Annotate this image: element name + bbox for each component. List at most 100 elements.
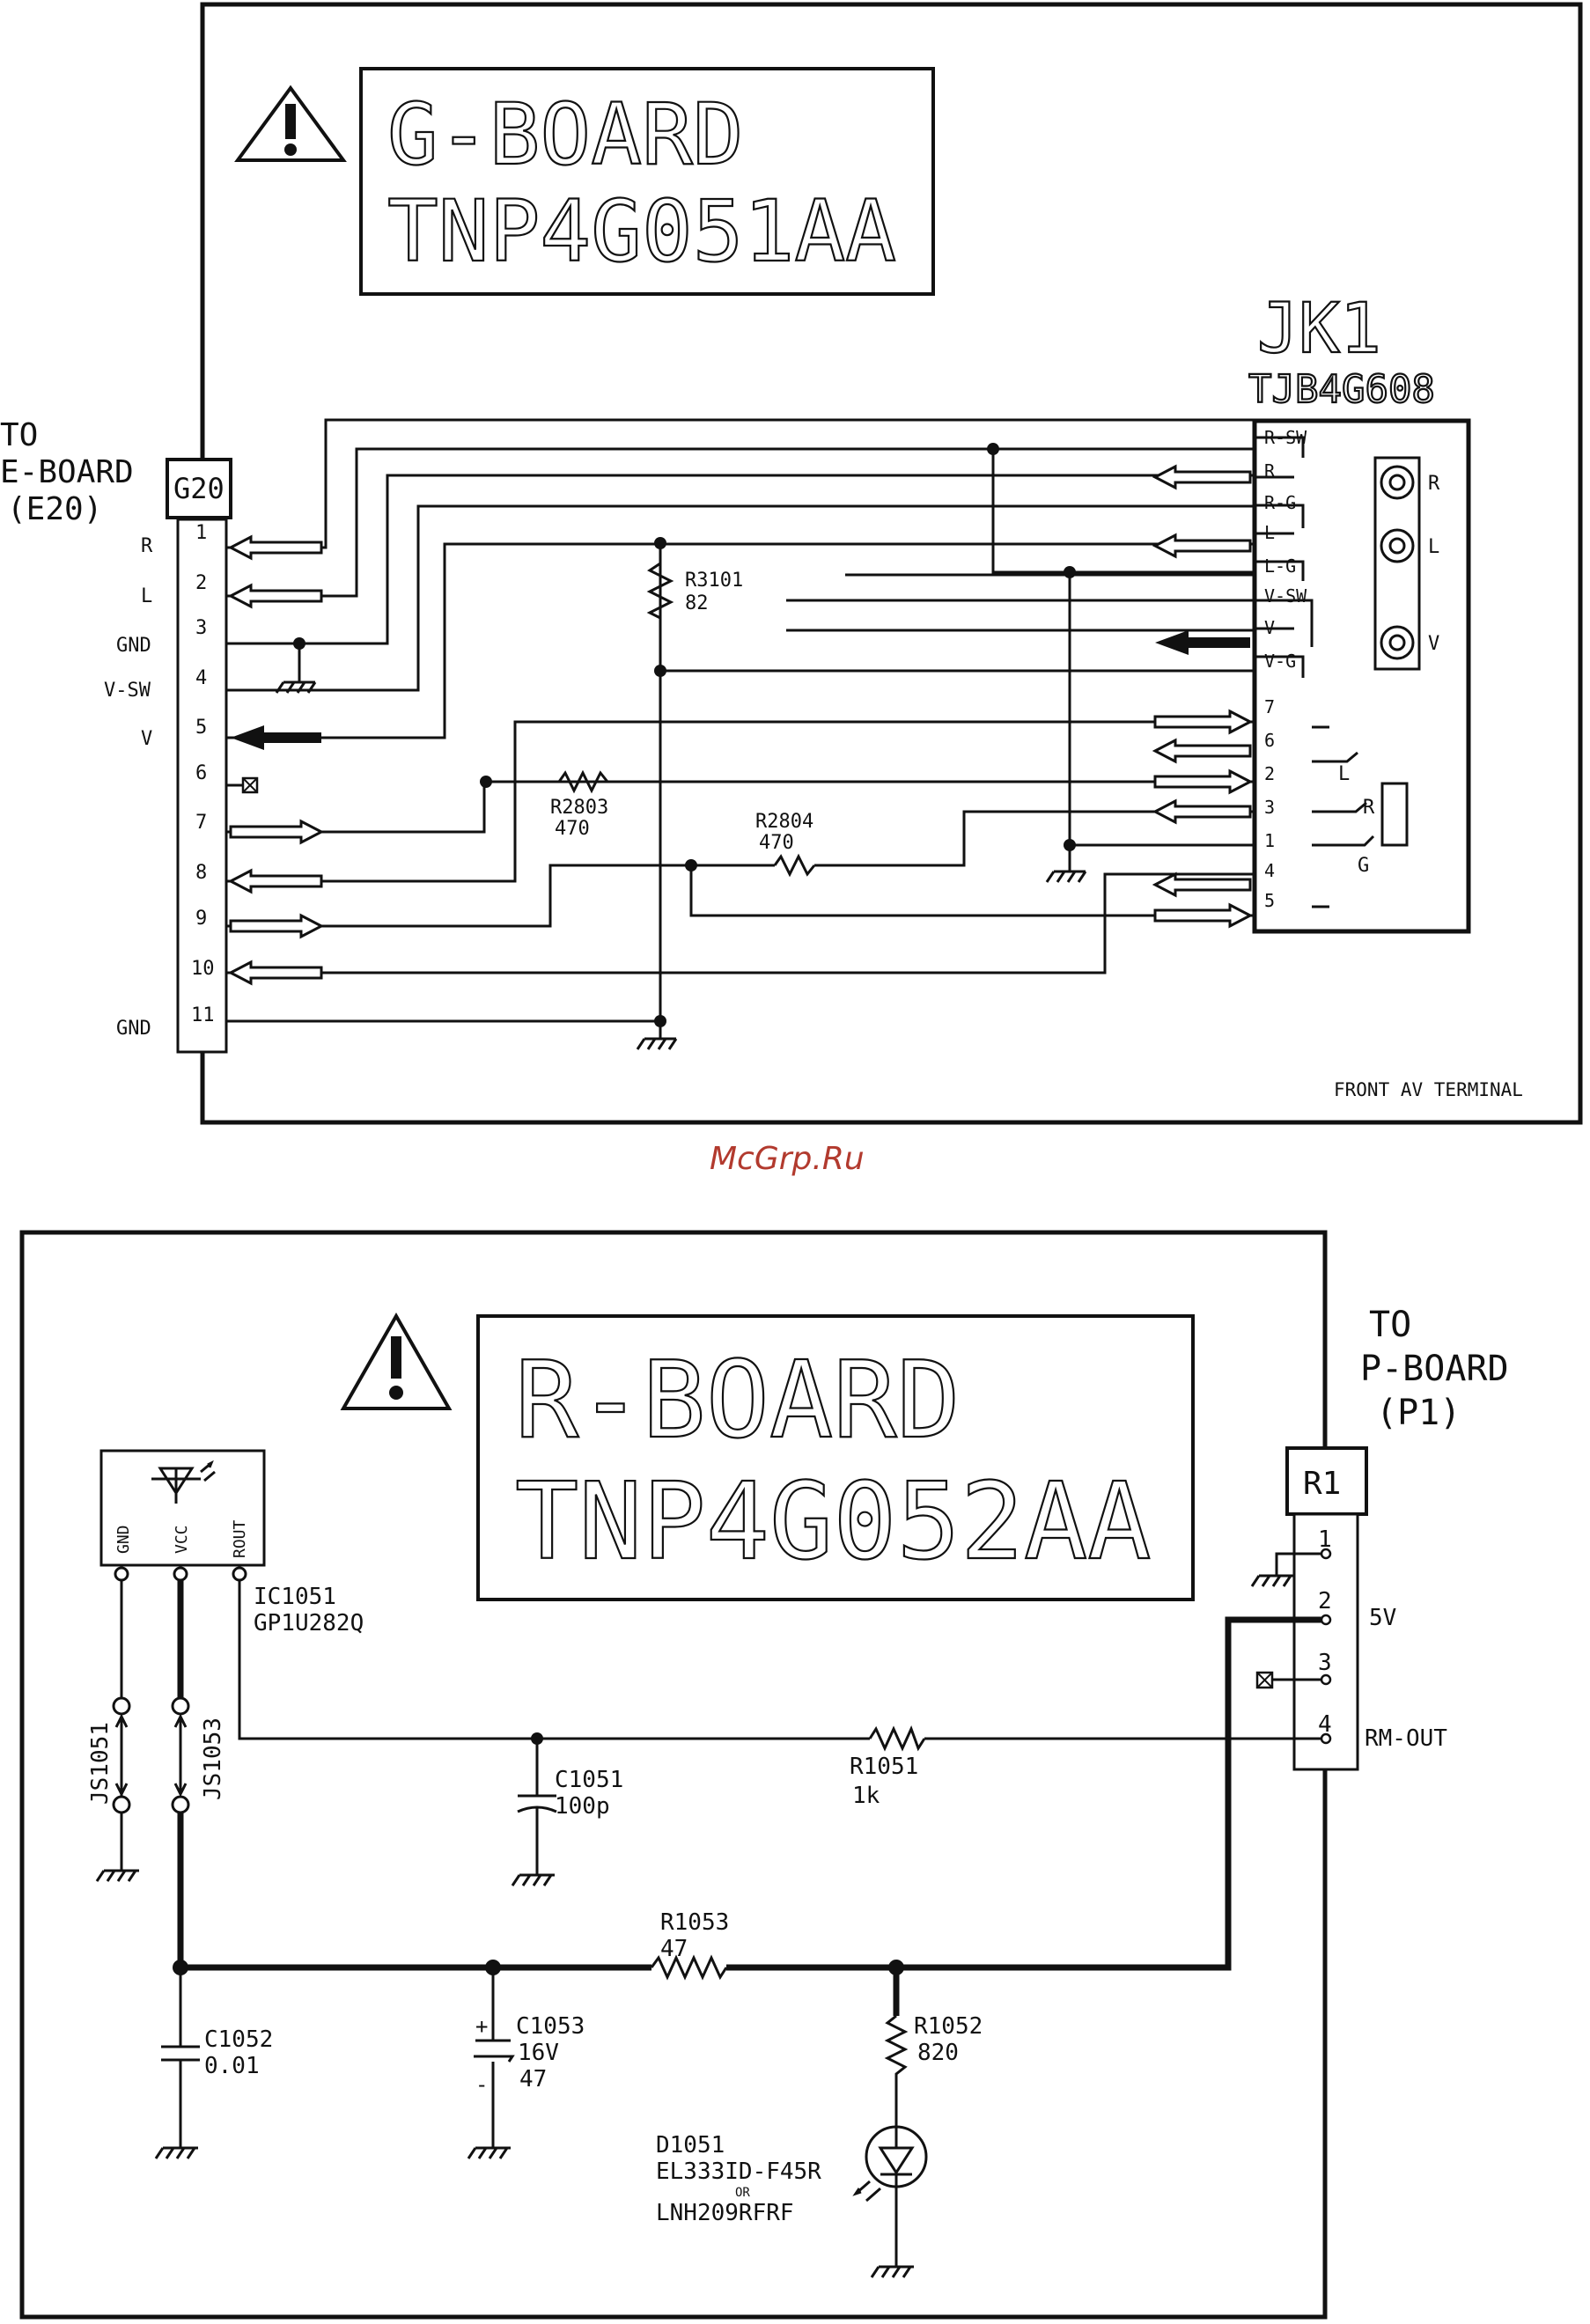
jk1-pin-3: 3 — [1264, 797, 1275, 818]
resistor-r1052 — [884, 2014, 909, 2130]
connector-r1-header — [1285, 1446, 1368, 1516]
resistor-r2804 — [773, 853, 816, 878]
g-board: G-BOARD TNP4G051AA TO E-BOARD (E20) G20 … — [0, 2, 1583, 1125]
ic1051-pin-gnd: GND — [114, 1525, 133, 1554]
r-board-title: R-BOARD — [515, 1340, 961, 1462]
jk1-outline — [1252, 418, 1471, 934]
r2803-value: 470 — [555, 818, 590, 840]
r1052-ref: R1052 — [914, 2013, 983, 2040]
arrow-right-icon — [229, 913, 325, 939]
jk1-rca-jacks — [1380, 465, 1415, 660]
jk1-pin-r-g: R-G — [1264, 492, 1296, 513]
g20-pin-9: 9 — [195, 908, 207, 930]
js1051-label: JS1051 — [87, 1722, 114, 1805]
jk1-pin-5: 5 — [1264, 890, 1275, 911]
r1-pin-2: 2 — [1318, 1588, 1332, 1614]
r3101-value: 82 — [685, 592, 709, 614]
arrow-left-icon — [227, 960, 323, 986]
g20-pin-11: 11 — [191, 1004, 215, 1026]
rca-label-l: L — [1428, 536, 1439, 558]
arrow-left-icon — [1152, 872, 1252, 898]
c1053-plus: + — [475, 2014, 488, 2039]
resistor-r2803 — [557, 769, 609, 794]
c1053-minus: - — [475, 2072, 488, 2097]
r2803-ref: R2803 — [550, 797, 608, 819]
ic1051-pin-circles — [114, 1566, 247, 1582]
connector-g20-header — [166, 458, 232, 519]
c1053-ref: C1053 — [516, 2013, 585, 2040]
d1051-part-2: LNH209RFRF — [656, 2200, 794, 2226]
jk1-side-label-r: R — [1363, 797, 1375, 819]
jk1-part: TJB4G608 — [1248, 367, 1435, 412]
r1051-value: 1k — [852, 1783, 880, 1809]
resistor-r1053 — [650, 1954, 728, 1981]
jk1-name: JK1 — [1257, 290, 1381, 369]
r-board: R-BOARD TNP4G052AA TO P-BOARD (P1) R1 1 … — [19, 1230, 1509, 2320]
r1-pin-2-label: 5V — [1369, 1605, 1396, 1631]
c1051-ref: C1051 — [555, 1767, 623, 1793]
ic1051-body — [99, 1449, 266, 1567]
g20-pin-7: 7 — [195, 812, 207, 834]
r1-pin-4: 4 — [1318, 1711, 1332, 1738]
g20-pin-5: 5 — [195, 717, 207, 739]
g20-pin-2: 2 — [195, 572, 207, 594]
capacitor-c1053 — [467, 1967, 515, 2159]
rca-label-r: R — [1428, 473, 1440, 495]
jk1-pin-r-sw: R-SW — [1264, 427, 1307, 448]
g20-pin-label-l: L — [141, 585, 152, 607]
jk1-pin-strip — [1255, 436, 1314, 678]
g-board-title-box — [359, 67, 935, 296]
g20-pin-10: 10 — [191, 958, 215, 980]
jk1-pin-v: V — [1264, 617, 1275, 638]
ic1051-pin-rout: ROUT — [231, 1519, 249, 1558]
jk1-pin-2: 2 — [1264, 763, 1275, 784]
r1053-value: 47 — [660, 1936, 688, 1962]
resistor-r3101 — [646, 562, 674, 620]
g-board-junctions — [293, 443, 1076, 1027]
connector-r1-name: R1 — [1303, 1466, 1341, 1502]
no-connect-icon — [226, 776, 259, 794]
c1051-value: 100p — [555, 1793, 610, 1820]
ground-icon — [870, 2265, 914, 2278]
r1052-value: 820 — [917, 2040, 959, 2066]
arrow-right-icon — [229, 819, 325, 845]
jk1-pin-4: 4 — [1264, 860, 1275, 881]
capacitor-c1051 — [511, 1739, 557, 1886]
g-board-part-number: TNP4G051AA — [387, 182, 896, 281]
g-board-warning-icon — [234, 85, 347, 162]
r1-pin-1: 1 — [1318, 1526, 1332, 1553]
jk1-pin-6: 6 — [1264, 730, 1275, 751]
jk1-side-contacts — [1312, 725, 1409, 908]
jumper-js1051 — [112, 1696, 131, 1814]
arrow-left-icon — [1152, 533, 1252, 559]
r-board-warning-icon — [340, 1312, 453, 1410]
arrow-left-icon — [227, 583, 323, 609]
to-p-board-label-2: P-BOARD — [1360, 1349, 1509, 1389]
jk1-pin-v-sw: V-SW — [1264, 585, 1307, 607]
connector-g20-name: G20 — [173, 472, 225, 505]
jk1-pin-7: 7 — [1264, 696, 1275, 717]
to-p-board-label-1: TO — [1369, 1305, 1411, 1345]
g20-signal-arrows — [227, 534, 325, 986]
jk1-pin-l-g: L-G — [1264, 555, 1296, 577]
to-e-board-label-1: TO — [0, 417, 38, 453]
g20-pin-label-vsw: V-SW — [104, 680, 151, 702]
jk1-signal-arrows — [1152, 464, 1254, 929]
arrow-left-solid-icon — [1155, 630, 1250, 655]
d1051-or: OR — [735, 2186, 750, 2200]
g20-pin-label-r: R — [141, 535, 153, 557]
g20-pin-6: 6 — [195, 762, 207, 784]
to-e-board-label-2: E-BOARD — [0, 454, 134, 490]
ground-icon — [1045, 863, 1087, 883]
led-d1051-icon — [852, 2125, 928, 2267]
g20-pin-label-v: V — [141, 728, 152, 750]
d1051-part-1: EL333ID-F45R — [656, 2159, 821, 2185]
ground-icon — [275, 671, 317, 694]
ground-icon — [636, 1021, 678, 1050]
jk1-pin-l: L — [1264, 522, 1275, 543]
c1052-ref: C1052 — [204, 2026, 273, 2053]
d1051-ref: D1051 — [656, 2132, 725, 2159]
g20-pin-label-gnd-11: GND — [116, 1018, 151, 1040]
watermark: McGrp.Ru — [710, 1141, 865, 1177]
